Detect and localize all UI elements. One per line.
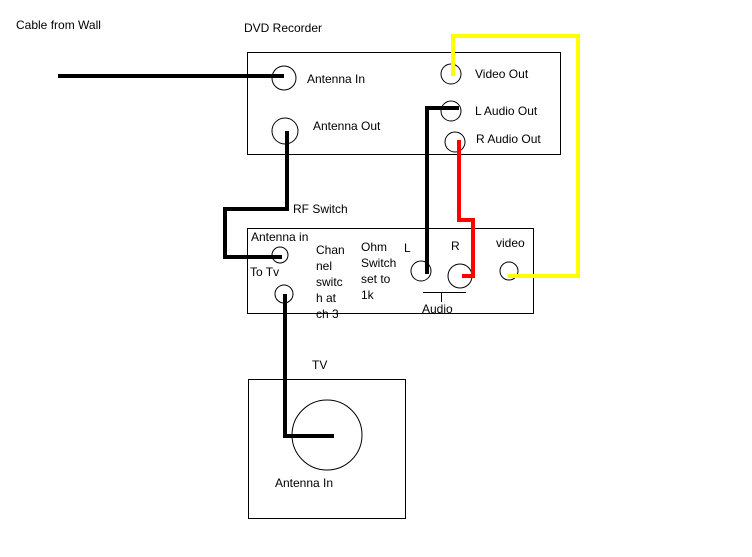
- channel-note-line: nel: [316, 259, 332, 273]
- dvd-l-audio-out-jack: [440, 100, 462, 122]
- r-audio-out-label: R Audio Out: [476, 132, 541, 146]
- right-audio-cable: [457, 140, 475, 278]
- ohm-note-line: 1k: [361, 288, 375, 302]
- dvd-r-audio-out-jack: [444, 131, 466, 153]
- ohm-note-line: set to: [361, 272, 391, 286]
- audio-label: Audio: [422, 302, 453, 316]
- cable-rf-switch-to-tv: [283, 294, 334, 438]
- channel-note-line: ch 3: [316, 307, 339, 321]
- dvd-recorder-label: DVD Recorder: [244, 21, 322, 35]
- video-cable: [451, 34, 580, 278]
- ohm-note-line: Switch: [361, 256, 396, 270]
- channel-note-line: switc: [316, 275, 343, 289]
- to-tv-label: To Tv: [250, 265, 279, 279]
- video-jack-label: video: [496, 236, 525, 250]
- l-jack-label: L: [404, 241, 411, 255]
- cable-from-wall-label: Cable from Wall: [16, 18, 101, 32]
- channel-note-line: h at: [316, 291, 337, 305]
- dvd-antenna-out-label: Antenna Out: [313, 119, 381, 133]
- channel-note-line: Chan: [316, 243, 345, 257]
- left-audio-cable: [425, 106, 459, 274]
- ohm-note-line: Ohm: [361, 240, 387, 254]
- tv-label: TV: [312, 358, 327, 372]
- tv-box: [248, 379, 406, 519]
- cable-dvd-to-rf-switch: [223, 131, 289, 259]
- dvd-recorder-box: [247, 52, 561, 155]
- video-out-label: Video Out: [475, 67, 529, 81]
- rf-antenna-in-label: Antenna in: [251, 230, 308, 244]
- dvd-antenna-in-label: Antenna In: [307, 72, 365, 86]
- l-audio-out-label: L Audio Out: [475, 104, 538, 118]
- rf-switch-box: [247, 228, 534, 314]
- r-jack-label: R: [451, 239, 460, 253]
- rf-switch-label: RF Switch: [293, 202, 348, 216]
- tv-antenna-in-label: Antenna In: [275, 476, 333, 490]
